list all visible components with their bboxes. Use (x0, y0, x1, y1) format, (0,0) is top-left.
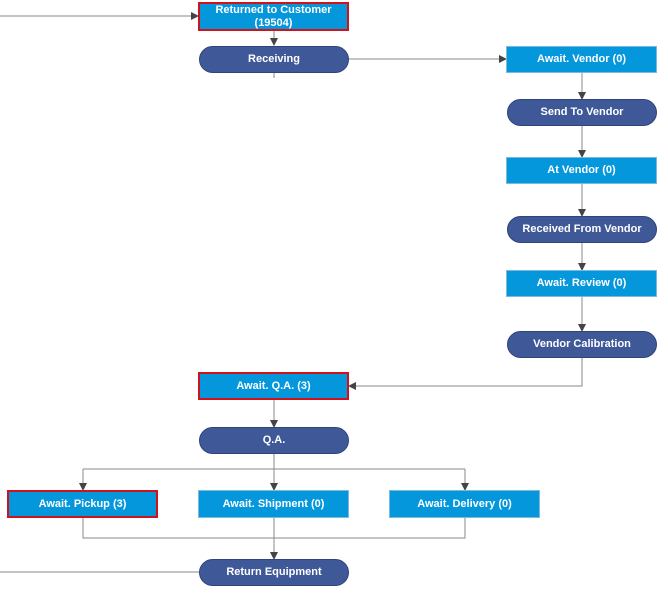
node-await-qa[interactable]: Await. Q.A. (3) (198, 372, 349, 400)
node-send-to-vendor[interactable]: Send To Vendor (507, 99, 657, 126)
node-qa[interactable]: Q.A. (199, 427, 349, 454)
node-returned-to-customer[interactable]: Returned to Customer (19504) (198, 2, 349, 31)
connector-calibration-qa (348, 358, 583, 390)
node-await-pickup[interactable]: Await. Pickup (3) (7, 490, 158, 518)
node-received-from-vendor[interactable]: Received From Vendor (507, 216, 657, 243)
node-await-shipment[interactable]: Await. Shipment (0) (198, 490, 349, 518)
node-await-review[interactable]: Await. Review (0) (506, 270, 657, 297)
node-at-vendor[interactable]: At Vendor (0) (506, 157, 657, 184)
node-await-delivery[interactable]: Await. Delivery (0) (389, 490, 540, 518)
node-vendor-calibration[interactable]: Vendor Calibration (507, 331, 657, 358)
node-await-vendor[interactable]: Await. Vendor (0) (506, 46, 657, 73)
node-receiving[interactable]: Receiving (199, 46, 349, 73)
node-return-equipment[interactable]: Return Equipment (199, 559, 349, 586)
